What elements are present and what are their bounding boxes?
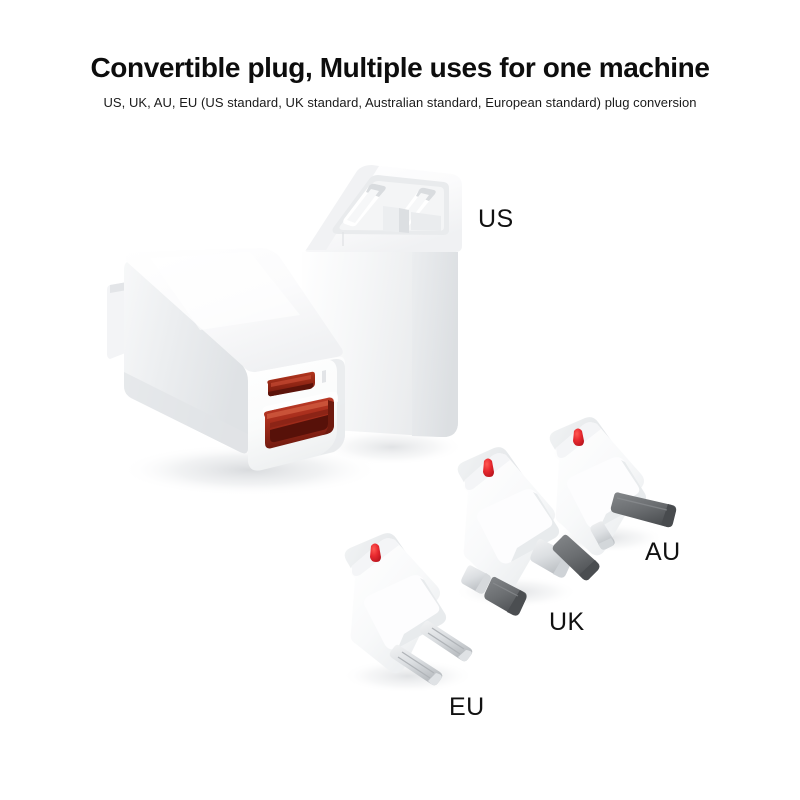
eu-front-plate-shade (398, 578, 447, 648)
page-subtitle: US, UK, AU, EU (US standard, UK standard… (103, 95, 697, 110)
charger-rear-top-left-edge (306, 165, 379, 250)
adapter-uk (457, 447, 573, 616)
charger-rear-right-face (412, 232, 458, 438)
uk-pin-live (484, 576, 527, 616)
adapter-au (549, 417, 677, 581)
front-face-seam-mark (322, 370, 326, 383)
label-us: US (478, 205, 514, 233)
charger-front-bottom-shade (124, 372, 248, 454)
au-blade-neutral (552, 534, 600, 581)
charger-front (107, 248, 345, 471)
charger-front-face-corner (320, 359, 345, 455)
shadow-front-charger (120, 444, 380, 496)
label-au: AU (645, 538, 681, 566)
eu-release-button (370, 543, 381, 562)
au-pin-earth (590, 521, 615, 550)
eu-pin-lower (389, 644, 443, 686)
uk-front-plate-shade (511, 492, 560, 562)
us-blade-hinge-shade (399, 208, 409, 233)
label-eu: EU (449, 693, 485, 721)
eu-pin-upper (419, 620, 473, 662)
au-release-button (573, 428, 584, 446)
uk-pin-neutral (461, 565, 491, 594)
us-blade-left (343, 183, 386, 227)
label-uk: UK (549, 608, 585, 636)
usb-a-bezel (262, 391, 338, 415)
au-blade-active (610, 492, 677, 528)
us-blade-hinge (383, 206, 399, 232)
usb-a-port (264, 397, 334, 449)
page-title: Convertible plug, Multiple uses for one … (90, 52, 710, 83)
shadow-rear-charger (320, 429, 464, 465)
adapter-eu (344, 533, 473, 686)
shadow-adapter-eu (342, 659, 474, 693)
usb-c-port (267, 371, 315, 397)
us-channel-floor (411, 212, 441, 231)
charger-front-top-highlight (150, 252, 300, 330)
charger-rear (302, 165, 462, 438)
uk-release-button (483, 458, 494, 477)
